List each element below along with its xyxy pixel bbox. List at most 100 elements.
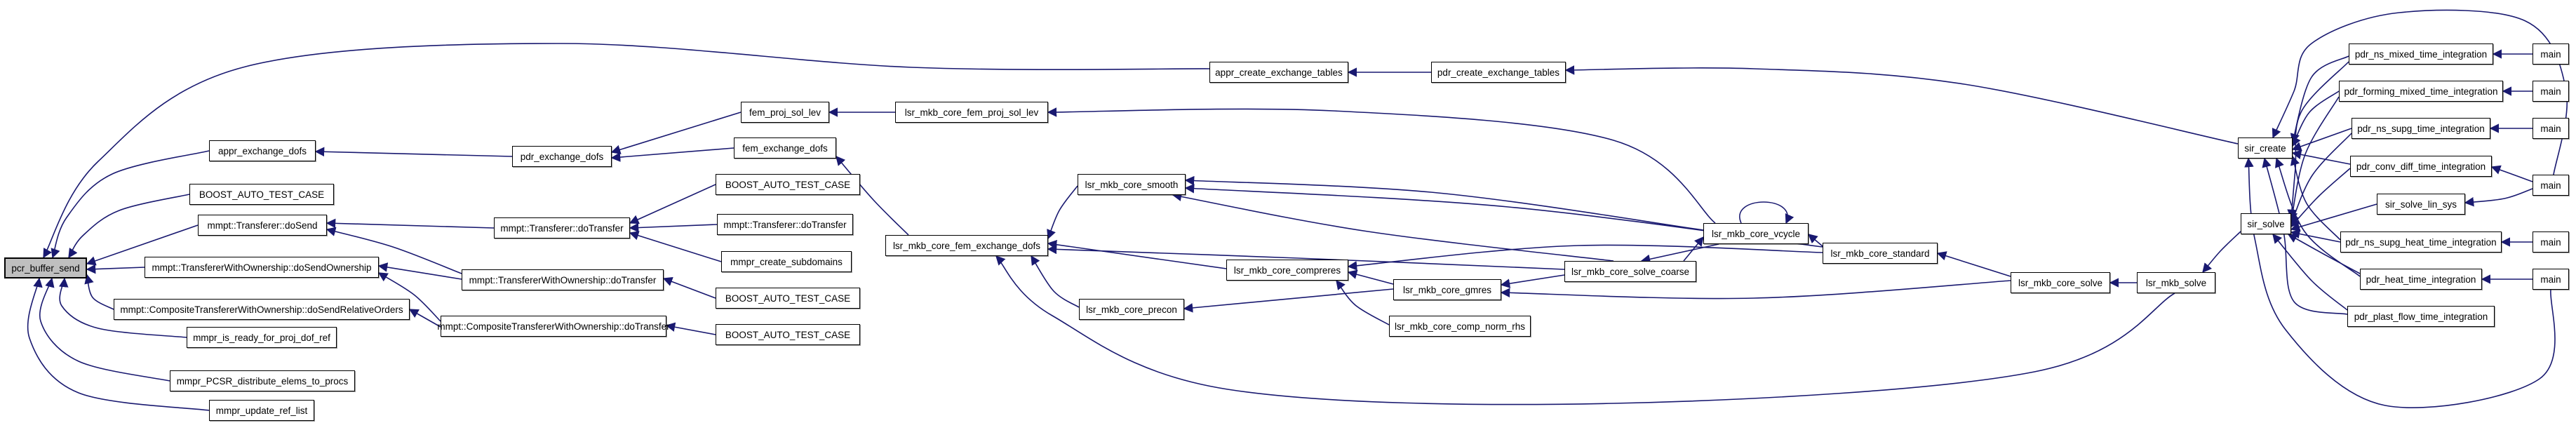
graph-node-pdr_conv_diff_time_integration[interactable]: pdr_conv_diff_time_integration xyxy=(2350,156,2492,177)
call-edge-lsr_mkb_solve-to-lsr_mkb_core_fem_exchange_dofs xyxy=(995,255,2175,405)
graph-node-lsr_mkb_core_vcycle[interactable]: lsr_mkb_core_vcycle xyxy=(1703,223,1809,244)
call-edge-lsr_mkb_core_smooth-to-lsr_mkb_core_fem_exchange_dofs xyxy=(1047,185,1078,240)
call-edge-pdr_ns_supg_heat_time_integration-to-sir_solve xyxy=(2290,229,2341,243)
call-edge-lsr_mkb_core_fem_exchange_dofs-to-fem_exchange_dofs xyxy=(836,155,909,236)
call-edge-fem_proj_sol_lev-to-pdr_exchange_dofs xyxy=(610,112,742,154)
call-edge-boost_b-to-transferer_dotransfer_l xyxy=(629,184,716,224)
graph-node-lsr_mkb_core_precon[interactable]: lsr_mkb_core_precon xyxy=(1079,299,1184,320)
graph-node-mmpr_pcsr_distribute_elems_to_procs[interactable]: mmpr_PCSR_distribute_elems_to_procs xyxy=(170,370,355,391)
call-edge-main_4-to-sir_solve_lin_sys xyxy=(2464,188,2533,207)
graph-node-lsr_mkb_core_solve[interactable]: lsr_mkb_core_solve xyxy=(2011,272,2110,293)
graph-node-pdr_forming_mixed_time_integration[interactable]: pdr_forming_mixed_time_integration xyxy=(2339,81,2503,102)
graph-node-lsr_mkb_core_comp_norm_rhs[interactable]: lsr_mkb_core_comp_norm_rhs xyxy=(1389,316,1531,337)
graph-node-main_6[interactable]: main xyxy=(2533,269,2569,290)
graph-node-transferer_dotransfer_l[interactable]: mmpt::Transferer::doTransfer xyxy=(494,217,630,239)
call-edge-lsr_mkb_core_compreres-to-lsr_mkb_core_fem_exchange_dofs xyxy=(1047,239,1227,269)
graph-node-fem_proj_sol_lev[interactable]: fem_proj_sol_lev xyxy=(741,102,829,123)
graph-node-pdr_ns_mixed_time_integration[interactable]: pdr_ns_mixed_time_integration xyxy=(2349,43,2493,65)
call-edge-main_4-to-pdr_conv_diff_time_integration xyxy=(2490,165,2533,182)
call-edge-boost_d-to-ctwo_dotransfer xyxy=(665,322,716,335)
call-edge-pdr_ns_supg_time_integration-to-sir_solve xyxy=(2290,133,2352,225)
graph-node-pdr_ns_supg_time_integration[interactable]: pdr_ns_supg_time_integration xyxy=(2352,118,2490,139)
graph-node-mmpr_is_ready_for_proj_dof_ref[interactable]: mmpr_is_ready_for_proj_dof_ref xyxy=(187,327,337,348)
call-edge-mmpr_pcsr_distribute_elems_to_procs-to-pcr_buffer_send xyxy=(39,277,170,382)
graph-node-boost_a[interactable]: BOOST_AUTO_TEST_CASE xyxy=(189,184,334,205)
call-edge-sir_solve_lin_sys-to-sir_solve xyxy=(2290,203,2377,232)
call-edge-pdr_plast_flow_time_integration-to-sir_solve xyxy=(2272,233,2348,311)
call-edge-mmpr_update_ref_list-to-pcr_buffer_send xyxy=(27,277,210,411)
call-edge-pdr_forming_mixed_time_integration-to-sir_solve xyxy=(2288,96,2340,222)
graph-node-sir_solve_lin_sys[interactable]: sir_solve_lin_sys xyxy=(2377,194,2465,215)
call-edge-pdr_ns_supg_time_integration-to-sir_create xyxy=(2291,128,2352,152)
call-edge-transferer_dotransfer_l-to-transferer_dosend xyxy=(326,218,495,229)
graph-node-main_4[interactable]: main xyxy=(2533,175,2569,196)
call-edge-pdr_plast_flow_time_integration-to-sir_create xyxy=(2262,157,2348,315)
call-edge-ctwo_dotransfer-to-two_dosendownership xyxy=(377,272,441,322)
call-edge-fem_exchange_dofs-to-pdr_exchange_dofs xyxy=(610,147,734,162)
graph-node-lsr_mkb_core_standard[interactable]: lsr_mkb_core_standard xyxy=(1823,243,1938,264)
call-edge-transferer_dotransfer_r-to-transferer_dotransfer_l xyxy=(629,222,718,233)
call-edge-lsr_mkb_core_solve_coarse-to-lsr_mkb_core_gmres xyxy=(1500,274,1565,288)
call-edge-lsr_mkb_core_comp_norm_rhs-to-lsr_mkb_core_compreres xyxy=(1336,279,1390,325)
graph-node-appr_create_exchange_tables[interactable]: appr_create_exchange_tables xyxy=(1209,62,1348,83)
call-edge-pdr_conv_diff_time_integration-to-sir_solve xyxy=(2290,168,2351,228)
graph-node-lsr_mkb_core_compreres[interactable]: lsr_mkb_core_compreres xyxy=(1226,260,1348,281)
graph-node-mmpr_update_ref_list[interactable]: mmpr_update_ref_list xyxy=(209,400,314,421)
graph-node-two_dosendownership[interactable]: mmpt::TransfererWithOwnership::doSendOwn… xyxy=(145,257,379,278)
graph-node-pdr_create_exchange_tables[interactable]: pdr_create_exchange_tables xyxy=(1431,62,1566,83)
call-edge-lsr_mkb_core_solve-to-lsr_mkb_core_standard xyxy=(1936,251,2011,277)
call-edge-lsr_mkb_core_gmres-to-lsr_mkb_core_compreres xyxy=(1347,269,1394,285)
graph-node-fem_exchange_dofs[interactable]: fem_exchange_dofs xyxy=(734,137,836,159)
call-edge-pdr_conv_diff_time_integration-to-sir_create xyxy=(2291,149,2351,165)
graph-node-lsr_mkb_core_fem_proj_sol_lev[interactable]: lsr_mkb_core_fem_proj_sol_lev xyxy=(895,102,1048,123)
graph-node-transferer_dotransfer_r[interactable]: mmpt::Transferer::doTransfer xyxy=(717,214,853,235)
graph-node-sir_create[interactable]: sir_create xyxy=(2238,137,2293,159)
graph-node-pdr_exchange_dofs[interactable]: pdr_exchange_dofs xyxy=(512,146,612,167)
graph-node-two_dotransfer[interactable]: mmpt::TransfererWithOwnership::doTransfe… xyxy=(462,269,664,290)
graph-node-boost_c[interactable]: BOOST_AUTO_TEST_CASE xyxy=(716,288,860,309)
graph-node-appr_exchange_dofs[interactable]: appr_exchange_dofs xyxy=(209,140,316,161)
call-edge-appr_exchange_dofs-to-pcr_buffer_send xyxy=(51,150,210,259)
graph-node-lsr_mkb_core_smooth[interactable]: lsr_mkb_core_smooth xyxy=(1078,174,1186,195)
graph-node-ctwo_dosendrelativeorders[interactable]: mmpt::CompositeTransfererWithOwnership::… xyxy=(114,299,410,320)
graph-node-pdr_plast_flow_time_integration[interactable]: pdr_plast_flow_time_integration xyxy=(2347,306,2495,327)
call-edge-appr_create_exchange_tables-to-pcr_buffer_send xyxy=(43,43,1210,259)
call-edge-pdr_heat_time_integration-to-sir_solve xyxy=(2287,234,2361,274)
graph-node-transferer_dosend[interactable]: mmpt::Transferer::doSend xyxy=(198,215,327,236)
graph-node-boost_b[interactable]: BOOST_AUTO_TEST_CASE xyxy=(716,174,860,195)
call-edge-boost_a-to-pcr_buffer_send xyxy=(68,194,190,259)
graph-node-main_2[interactable]: main xyxy=(2533,81,2569,102)
call-edge-lsr_mkb_core_gmres-to-lsr_mkb_core_precon xyxy=(1183,288,1394,313)
graph-node-sir_solve[interactable]: sir_solve xyxy=(2241,213,2291,234)
call-edge-lsr_mkb_core_vcycle-to-lsr_mkb_core_vcycle xyxy=(1739,201,1795,224)
graph-node-lsr_mkb_core_fem_exchange_dofs[interactable]: lsr_mkb_core_fem_exchange_dofs xyxy=(885,235,1048,256)
graph-node-pdr_heat_time_integration[interactable]: pdr_heat_time_integration xyxy=(2360,269,2482,290)
call-edge-pdr_ns_mixed_time_integration-to-sir_solve xyxy=(2287,61,2349,220)
graph-node-main_3[interactable]: main xyxy=(2533,118,2569,139)
call-edge-lsr_mkb_core_vcycle-to-lsr_mkb_core_fem_proj_sol_lev xyxy=(1047,107,1716,224)
call-edge-lsr_mkb_core_vcycle-to-lsr_mkb_core_smooth xyxy=(1184,175,1704,231)
call-edge-sir_create-to-pdr_create_exchange_tables xyxy=(1564,65,2239,145)
call-edge-two_dosendownership-to-pcr_buffer_send xyxy=(86,264,145,274)
call-edge-boost_c-to-two_dotransfer xyxy=(662,276,716,299)
graph-node-lsr_mkb_solve[interactable]: lsr_mkb_solve xyxy=(2137,272,2215,293)
call-edge-sir_solve-to-lsr_mkb_solve xyxy=(2202,231,2241,274)
graph-node-mmpr_create_subdomains[interactable]: mmpr_create_subdomains xyxy=(721,251,852,272)
graph-node-main_1[interactable]: main xyxy=(2533,43,2569,65)
call-edge-two_dotransfer-to-transferer_dosend xyxy=(326,227,462,274)
graph-node-main_5[interactable]: main xyxy=(2533,231,2569,253)
call-edge-lsr_mkb_core_solve_coarse-to-lsr_mkb_core_fem_exchange_dofs xyxy=(1047,244,1565,270)
call-edge-lsr_mkb_core_vcycle-to-lsr_mkb_core_solve_coarse xyxy=(1640,243,1719,264)
call-edge-lsr_mkb_core_solve_coarse-to-lsr_mkb_core_vcycle xyxy=(1683,236,1704,262)
call-edge-pdr_forming_mixed_time_integration-to-sir_create xyxy=(2292,90,2340,147)
graph-node-pdr_ns_supg_heat_time_integration[interactable]: pdr_ns_supg_heat_time_integration xyxy=(2340,231,2502,253)
call-edge-lsr_mkb_core_precon-to-lsr_mkb_core_fem_exchange_dofs xyxy=(1031,255,1080,308)
call-edge-pdr_exchange_dofs-to-appr_exchange_dofs xyxy=(314,147,513,157)
graph-node-boost_d[interactable]: BOOST_AUTO_TEST_CASE xyxy=(716,324,860,345)
call-edge-ctwo_dosendrelativeorders-to-pcr_buffer_send xyxy=(84,274,114,310)
call-edge-lsr_mkb_core_solve-to-lsr_mkb_core_gmres xyxy=(1500,280,2011,300)
graph-node-lsr_mkb_core_solve_coarse[interactable]: lsr_mkb_core_solve_coarse xyxy=(1564,261,1696,282)
graph-node-lsr_mkb_core_gmres[interactable]: lsr_mkb_core_gmres xyxy=(1393,279,1501,300)
graph-node-ctwo_dotransfer[interactable]: mmpt::CompositeTransfererWithOwnership::… xyxy=(437,316,670,337)
